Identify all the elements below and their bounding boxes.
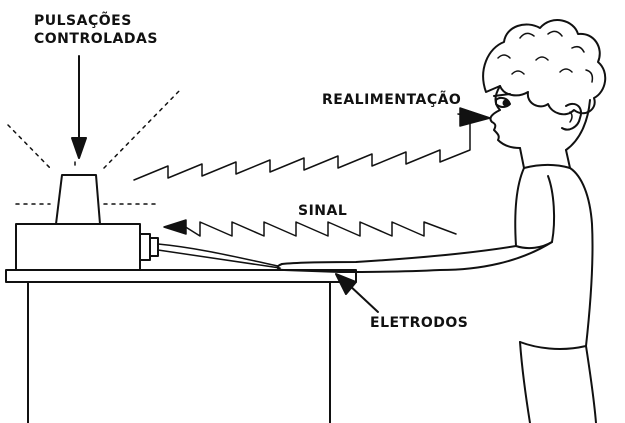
light-rays bbox=[7, 87, 183, 205]
pulsacoes-label-line2: CONTROLADAS bbox=[34, 31, 158, 47]
table bbox=[5, 269, 357, 423]
pulsacoes-label: PULSAÇÕES CONTROLADAS bbox=[34, 12, 158, 48]
lamp-icon bbox=[55, 161, 101, 225]
eletrodos-label: ELETRODOS bbox=[370, 315, 469, 331]
electrode-arrow bbox=[335, 273, 379, 313]
pulse-arrow bbox=[71, 55, 87, 159]
sinal-label: SINAL bbox=[298, 203, 348, 219]
feedback-arrow bbox=[133, 107, 491, 181]
electrode-cable bbox=[157, 243, 281, 269]
person-icon bbox=[276, 19, 607, 423]
signal-arrow bbox=[163, 219, 457, 237]
pulsacoes-label-line1: PULSAÇÕES bbox=[34, 13, 132, 29]
instrument-box-icon bbox=[15, 223, 159, 271]
realimentacao-label: REALIMENTAÇÃO bbox=[322, 92, 462, 108]
